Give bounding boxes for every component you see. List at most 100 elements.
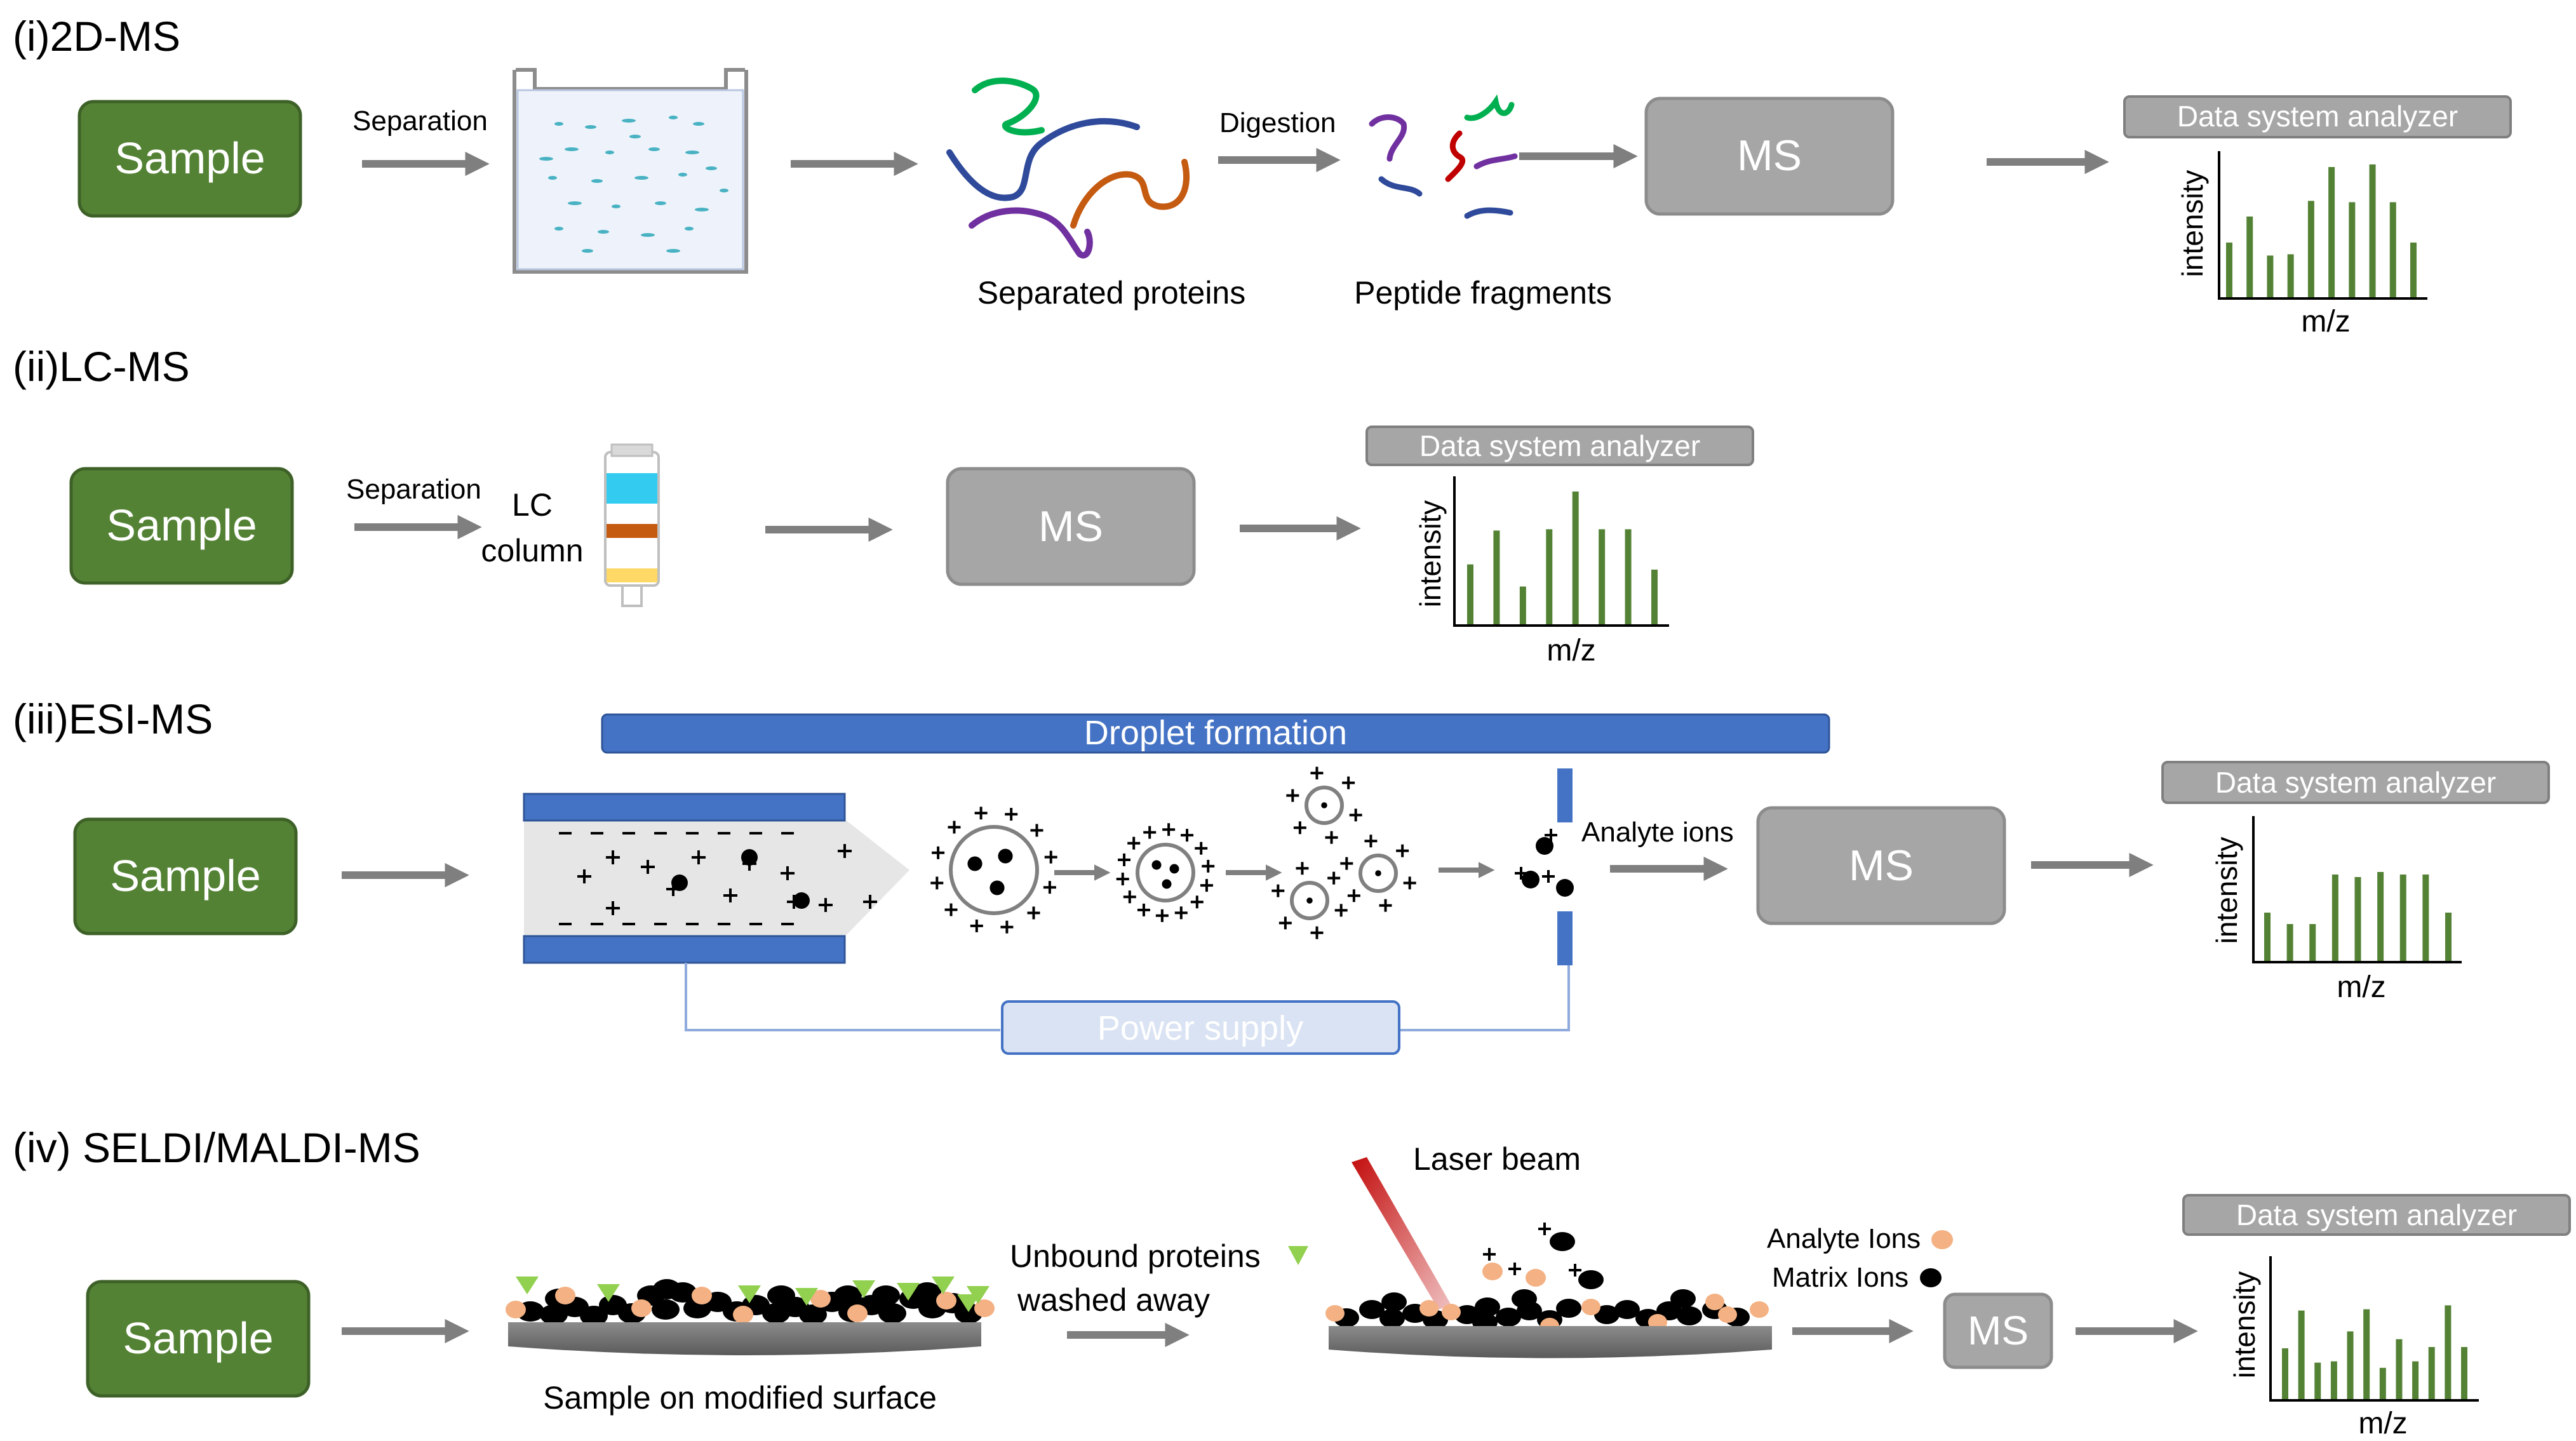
matrix-particle [580,1306,608,1326]
analyte-dot [989,880,1005,895]
spectrum-peak [2264,913,2271,961]
protein-spot [612,204,621,208]
analyte-particle [692,1287,712,1304]
spectrum-peak [1625,529,1632,624]
matrix-particle [799,1304,827,1325]
ms-label: MS [1968,1308,2029,1353]
matrix-particle [1475,1297,1500,1317]
ms-box-lc-ms: MS [946,467,1196,586]
lc-label: LC [512,487,553,523]
matrix-particle [1556,1299,1581,1318]
intensity-axis-label: intensity [2176,170,2209,278]
matrix-particle [540,1304,568,1325]
mz-axis-label: m/z [2337,970,2385,1004]
unbound-proteins-label: Unbound proteins washed away [1010,1238,1308,1318]
laser-desorption-surface [1325,1157,1772,1358]
section-label-esi-ms: (iii)ESI-MS [13,695,213,742]
section-lc-ms: (ii)LC-MS Sample Separation LC column MS… [13,343,1754,667]
spectrum-peak [2298,1310,2305,1399]
protein-triangle [932,1277,955,1294]
matrix-particle [1381,1292,1407,1311]
protein-spot [720,189,728,192]
spectrum-peak [2369,164,2376,297]
spectrum-peak [2314,1362,2321,1399]
protein-spot [539,157,553,161]
analyte-particle [974,1299,995,1317]
analyte-ion [1536,837,1553,855]
surface-label: Sample on modified surface [543,1380,937,1416]
protein-triangle-icon [1288,1246,1308,1265]
spectrum-peak [2377,872,2384,961]
matrix-ion-icon [1920,1268,1942,1287]
spectrum-peak [1493,530,1500,624]
matrix-particle [834,1285,862,1306]
spectrum-peak [1651,569,1658,624]
intensity-axis-label: intensity [1414,500,1447,608]
protein-spot [648,147,660,151]
spectrum-peak [2422,875,2429,961]
section-seldi-maldi-ms: (iv) SELDI/MALDI-MS Sample Sample on mod… [13,1124,2571,1440]
analyte-particle [1325,1305,1345,1322]
protein-triangle [738,1285,761,1303]
unbound-proteins-line1: Unbound proteins [1010,1238,1261,1274]
protein-spot [693,122,704,126]
spectrum-peak [2286,924,2293,961]
analyte-ions-label: Analyte ions [1581,817,1734,848]
analyzer-label: Data system analyzer [2177,100,2458,133]
matrix-particle [872,1285,900,1306]
spectrum-peak [1519,586,1526,624]
spectrum-peak [2349,202,2356,297]
protein-spot [591,179,603,183]
esi-capillary [523,793,909,964]
separated-proteins-label: Separated proteins [977,275,1246,311]
laser-beam-label: Laser beam [1413,1141,1581,1177]
protein-spot [629,135,641,138]
section-label-seldi-maldi-ms: (iv) SELDI/MALDI-MS [13,1124,420,1171]
spectrum-peak [2389,202,2396,297]
protein-spots [539,116,728,253]
analyzer-maldi: Data system analyzer intensity m/z [2182,1194,2571,1440]
separation-label: Separation [352,105,488,137]
spectrum-peak [2410,242,2417,297]
matrix-particle [652,1299,680,1320]
sample-label: Sample [110,851,260,901]
analyte-particle [631,1299,652,1317]
protein-spot [641,233,655,237]
analyte-particle [1750,1301,1769,1318]
protein-spot [598,230,609,234]
protein-spot [706,166,717,170]
spectrum-peak [2307,201,2314,297]
intensity-axis-label: intensity [2210,837,2243,944]
analyte-particle [847,1304,868,1322]
spectrum-peak [1572,491,1579,624]
ms-box-maldi: MS [1943,1292,2053,1369]
protein-triangle [957,1294,980,1312]
analyte-ion [1556,879,1574,897]
protein-spot [666,249,680,253]
spectrum-peak [2287,254,2294,297]
spectrum-peak [2331,875,2338,961]
sample-box-2d-ms: Sample [77,100,302,218]
protein-triangle [852,1280,875,1298]
analyte-ion-icon [1931,1230,1953,1249]
spectrum-chart [2282,1305,2467,1399]
mz-axis-label: m/z [1546,634,1595,667]
analyte-dot [1162,879,1172,889]
power-supply-label: Power supply [1097,1009,1303,1047]
matrix-particle [1594,1305,1620,1324]
analyte-particle [555,1287,575,1304]
spectrum-peak [2445,913,2452,961]
matrix-particle [1614,1300,1640,1319]
ms-label: MS [1038,502,1103,551]
spectrum-peak [2428,1347,2435,1399]
protein-spot [554,122,563,126]
spectrum-peak [2461,1347,2467,1399]
analyte-particle [1581,1299,1600,1315]
spectrum-peak [2347,1331,2354,1399]
sample-label: Sample [106,500,257,550]
spectrum-chart [2226,164,2417,297]
spectrum-peak [1467,564,1473,624]
protein-spot [585,125,596,129]
analyte-particle [1705,1294,1724,1310]
analyzer-label: Data system analyzer [2215,766,2496,799]
